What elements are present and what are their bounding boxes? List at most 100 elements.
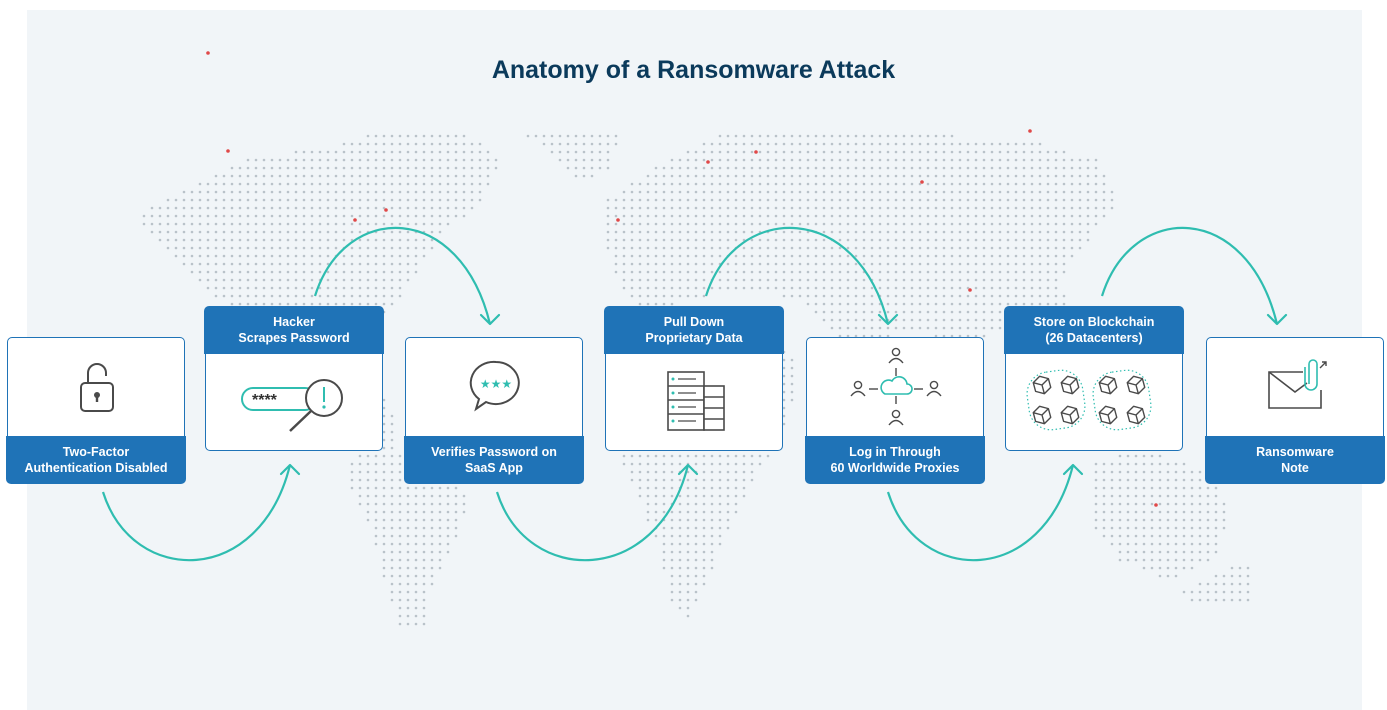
map-dot [694, 230, 698, 234]
map-dot [566, 142, 570, 146]
map-dot [830, 174, 834, 178]
map-dot [790, 198, 794, 202]
map-dot [414, 182, 418, 186]
map-dot [1046, 190, 1050, 194]
map-dot [294, 214, 298, 218]
map-dot [286, 238, 290, 242]
map-dot [790, 190, 794, 194]
map-dot [374, 238, 378, 242]
map-dot [270, 214, 274, 218]
map-dot [454, 150, 458, 154]
map-dot [278, 166, 282, 170]
map-dot [838, 238, 842, 242]
map-dot [910, 222, 914, 226]
map-dot [678, 198, 682, 202]
map-dot [854, 158, 858, 162]
map-dot [598, 166, 602, 170]
map-dot [230, 238, 234, 242]
map-dot [614, 222, 618, 226]
map-dot [326, 190, 330, 194]
map-dot [774, 190, 778, 194]
map-dot [310, 214, 314, 218]
map-dot [806, 182, 810, 186]
map-dot [558, 158, 562, 162]
map-dot [406, 150, 410, 154]
map-dot [182, 230, 186, 234]
map-dot [1094, 158, 1098, 162]
map-dot [774, 150, 778, 154]
map-dot [878, 198, 882, 202]
map-dot [774, 238, 778, 242]
map-dot [966, 214, 970, 218]
map-dot [358, 182, 362, 186]
map-dot [710, 166, 714, 170]
map-dot [414, 150, 418, 154]
map-dot [854, 214, 858, 218]
map-dot [870, 230, 874, 234]
map-dot [854, 230, 858, 234]
map-dot [926, 238, 930, 242]
map-dot [934, 142, 938, 146]
map-dot [838, 142, 842, 146]
map-dot [926, 182, 930, 186]
map-dot [182, 206, 186, 210]
map-dot [630, 190, 634, 194]
map-dot [926, 206, 930, 210]
map-dot [774, 182, 778, 186]
map-dot [814, 198, 818, 202]
map-dot [862, 150, 866, 154]
map-dot [742, 158, 746, 162]
map-dot [1006, 206, 1010, 210]
map-dot [230, 198, 234, 202]
map-dot [1102, 198, 1106, 202]
map-dot [798, 182, 802, 186]
map-dot [454, 182, 458, 186]
map-dot [974, 206, 978, 210]
map-dot [182, 214, 186, 218]
map-dot [758, 174, 762, 178]
map-dot [734, 206, 738, 210]
map-dot [838, 222, 842, 226]
map-dot [406, 230, 410, 234]
map-dot [686, 174, 690, 178]
map-dot [614, 238, 618, 242]
map-dot [718, 206, 722, 210]
map-dot [342, 206, 346, 210]
map-dot [822, 206, 826, 210]
map-dot [1054, 222, 1058, 226]
map-dot [1094, 222, 1098, 226]
map-dot [1046, 182, 1050, 186]
map-dot [318, 198, 322, 202]
map-dot [774, 230, 778, 234]
map-dot [686, 158, 690, 162]
map-dot [270, 166, 274, 170]
map-dot [902, 198, 906, 202]
map-dot [734, 190, 738, 194]
map-dot [374, 182, 378, 186]
map-dot [406, 238, 410, 242]
map-dot [486, 158, 490, 162]
map-dot [982, 158, 986, 162]
map-dot [318, 230, 322, 234]
map-dot [558, 134, 562, 138]
map-dot [838, 182, 842, 186]
map-dot [462, 174, 466, 178]
map-dot [1070, 206, 1074, 210]
map-dot [918, 174, 922, 178]
map-dot [926, 134, 930, 138]
map-dot [958, 158, 962, 162]
map-dot [942, 174, 946, 178]
map-dot [958, 230, 962, 234]
map-dot [638, 230, 642, 234]
map-dot [734, 150, 738, 154]
map-dot [974, 198, 978, 202]
map-dot [254, 238, 258, 242]
map-dot [1038, 190, 1042, 194]
map-dot [758, 150, 762, 154]
map-dot [702, 190, 706, 194]
map-dot [694, 206, 698, 210]
map-dot [846, 230, 850, 234]
map-dot [830, 158, 834, 162]
map-dot [1046, 174, 1050, 178]
map-dot [750, 206, 754, 210]
